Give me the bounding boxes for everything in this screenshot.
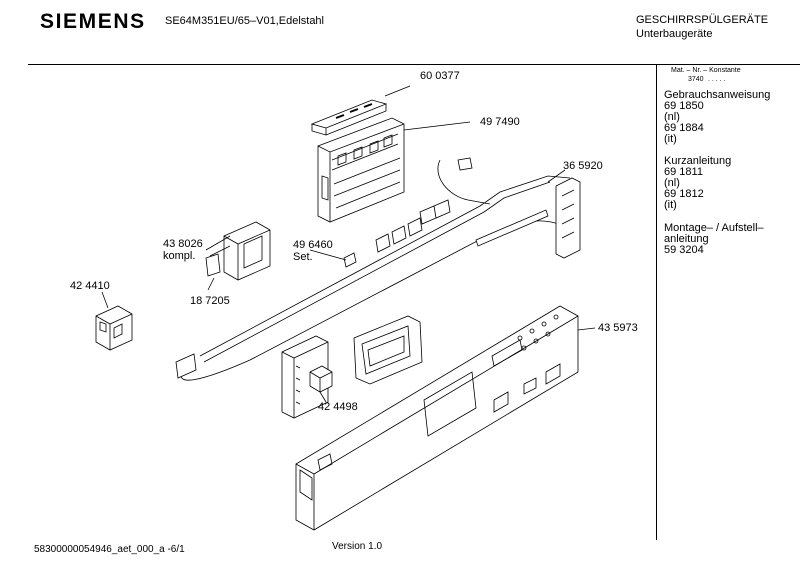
sidebar-divider [656,64,657,540]
install-guide-line: anleitung [664,233,709,245]
part-label: 36 5920 [563,160,603,172]
part-424410-relay-block [95,291,133,351]
manual-title: Gebrauchsanweisung [664,89,771,101]
part-label: 18 7205 [190,295,230,307]
part-435973-control-panel [295,305,596,531]
part-497490-control-module [317,117,471,223]
mat-number-header: Mat. – Nr. – Konstante [671,67,741,74]
install-guide-line: 59 3204 [664,244,704,256]
part-label-note: Set. [293,251,313,263]
manual-line: (nl) [664,111,680,123]
brand-logo: SIEMENS [40,10,146,33]
short-guide-line: (it) [664,199,677,211]
install-guide-title: Montage– / Aufstell– [664,222,764,234]
part-label: 60 0377 [420,70,460,82]
version-label: Version 1.0 [332,541,383,552]
category-title: GESCHIRRSPÜLGERÄTE [636,14,769,26]
manual-line: 69 1850 [664,100,704,112]
manual-line: 69 1884 [664,122,704,134]
short-guide-line: 69 1812 [664,188,704,200]
door-frame [281,315,423,419]
part-424498-small-block [309,365,333,403]
short-guide-line: 69 1811 [664,166,703,178]
short-guide-line: (nl) [664,177,680,189]
subcategory-title: Unterbaugeräte [636,28,713,40]
mat-number-value: 3740 [688,76,704,83]
part-label: 42 4498 [318,401,358,413]
short-guide-title: Kurzanleitung [664,155,732,167]
part-label: 42 4410 [70,280,110,292]
part-600377-button-strip [310,85,411,136]
part-label: 43 5973 [598,322,638,334]
part-365920-cable-harness [175,157,581,381]
document-id: 58300000054946_aet_000_a -6/1 [34,544,185,555]
header-divider [28,64,800,65]
part-label: 49 6460 [293,239,333,251]
manual-line: (it) [664,133,677,145]
mat-number-dots: . . . . . [708,76,726,83]
part-label-note: kompl. [163,250,196,262]
model-title: SE64M351EU/65–V01,Edelstahl [165,15,324,27]
part-label: 43 8026 [163,238,203,250]
part-label: 49 7490 [480,116,520,128]
part-438026-door-lock [205,221,271,291]
